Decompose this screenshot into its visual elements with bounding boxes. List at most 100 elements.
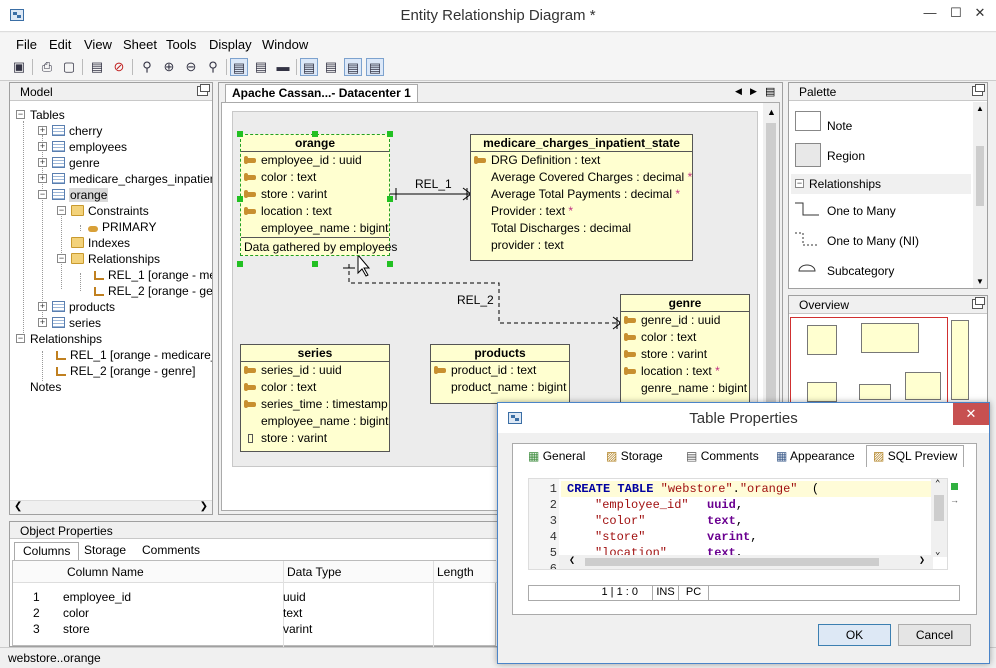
- ok-button[interactable]: OK: [818, 624, 891, 646]
- tree-table-genre[interactable]: +genre: [38, 155, 100, 171]
- tree-orange-rel1[interactable]: REL_1 [orange - med: [92, 267, 212, 283]
- collapse-icon[interactable]: −: [16, 109, 25, 119]
- collapse-icon[interactable]: −: [57, 253, 66, 263]
- resize-handle[interactable]: [237, 131, 243, 137]
- palette-one-to-many[interactable]: One to Many: [827, 204, 896, 218]
- entity-orange[interactable]: orange employee_id : uuid color : text s…: [240, 134, 397, 256]
- show-keys-icon[interactable]: ▤: [366, 58, 384, 76]
- tab-next-icon[interactable]: ▶: [750, 86, 757, 96]
- sql-editor[interactable]: 1 2 3 4 5 6 CREATE TABLE "webstore"."ora…: [528, 478, 948, 570]
- menu-window[interactable]: Window: [262, 37, 309, 52]
- tree-table-medicare[interactable]: +medicare_charges_inpatient_: [38, 171, 212, 187]
- tab-appearance[interactable]: ▦ Appearance: [776, 447, 855, 467]
- tree-tables[interactable]: −Tables: [16, 107, 65, 123]
- tree-rel2[interactable]: REL_2 [orange - genre]: [54, 363, 195, 379]
- display-full-icon[interactable]: ▤: [230, 58, 248, 76]
- zoom-out-icon[interactable]: ⊖: [185, 59, 197, 74]
- col-header-name[interactable]: Column Name: [67, 565, 144, 579]
- zoom-actual-icon[interactable]: ⚲: [142, 59, 152, 74]
- close-icon[interactable]: ✕: [974, 5, 986, 20]
- resize-handle[interactable]: [237, 196, 243, 202]
- tree-constraints[interactable]: −Constraints: [57, 203, 149, 219]
- sql-h-scrollbar[interactable]: ❮ ❯: [559, 555, 933, 569]
- cell-data-type[interactable]: uuid: [283, 590, 306, 604]
- dialog-close-icon[interactable]: ✕: [953, 403, 989, 425]
- tree-primary[interactable]: PRIMARY: [88, 219, 156, 235]
- palette-v-scrollbar[interactable]: ▲ ▼: [973, 102, 987, 288]
- palette-relationships-header[interactable]: − Relationships: [791, 174, 971, 194]
- maximize-panel-icon[interactable]: [197, 84, 210, 96]
- tab-general[interactable]: ▦ General: [528, 447, 585, 467]
- scrollbar-thumb[interactable]: [934, 495, 944, 521]
- col-header-length[interactable]: Length: [437, 565, 474, 579]
- scrollbar-thumb[interactable]: [585, 558, 879, 566]
- menu-sheet[interactable]: Sheet: [123, 37, 157, 52]
- resize-handle[interactable]: [387, 261, 393, 267]
- expand-icon[interactable]: +: [38, 173, 47, 183]
- stop-icon[interactable]: ⊘: [113, 59, 125, 74]
- zoom-fit-icon[interactable]: ⚲: [208, 59, 218, 74]
- scroll-up-icon[interactable]: ▲: [767, 107, 776, 117]
- cell-data-type[interactable]: varint: [283, 622, 313, 636]
- palette-one-to-many-ni[interactable]: One to Many (NI): [827, 234, 920, 248]
- tree-relationships[interactable]: −Relationships: [16, 331, 102, 347]
- menu-display[interactable]: Display: [209, 37, 252, 52]
- save-icon[interactable]: ▣: [12, 59, 26, 74]
- palette-note[interactable]: Note: [827, 119, 853, 133]
- menu-file[interactable]: File: [16, 37, 37, 52]
- tab-comments[interactable]: Comments: [142, 543, 201, 557]
- menu-view[interactable]: View: [84, 37, 112, 52]
- tab-prev-icon[interactable]: ◀: [735, 86, 742, 96]
- tree-rel1[interactable]: REL_1 [orange - medicare_ch: [54, 347, 212, 363]
- expand-icon[interactable]: +: [38, 301, 47, 311]
- show-comments-icon[interactable]: ▤: [344, 58, 362, 76]
- print-icon[interactable]: ⎙: [41, 59, 53, 74]
- tree-table-employees[interactable]: +employees: [38, 139, 127, 155]
- tree-indexes[interactable]: Indexes: [71, 235, 130, 251]
- maximize-icon[interactable]: ☐: [950, 5, 962, 20]
- maximize-panel-icon[interactable]: [972, 297, 985, 309]
- cell-column-name[interactable]: color: [63, 606, 90, 620]
- diagram-v-scrollbar[interactable]: ▲: [763, 103, 779, 496]
- show-types-icon[interactable]: ▤: [324, 59, 338, 74]
- scroll-left-icon[interactable]: ❮: [569, 556, 576, 567]
- maximize-panel-icon[interactable]: [972, 84, 985, 96]
- menu-tools[interactable]: Tools: [166, 37, 197, 52]
- scroll-left-icon[interactable]: ❮: [14, 501, 23, 512]
- model-h-scrollbar[interactable]: ❮ ❯: [10, 500, 212, 514]
- resize-handle[interactable]: [312, 131, 318, 137]
- tab-storage-dialog[interactable]: ▨ Storage: [606, 447, 663, 467]
- tab-sql-preview[interactable]: ▨ SQL Preview: [866, 445, 964, 467]
- collapse-icon[interactable]: −: [795, 178, 804, 188]
- col-header-type[interactable]: Data Type: [287, 565, 342, 579]
- expand-icon[interactable]: +: [38, 317, 47, 327]
- page-setup-icon[interactable]: ▢: [62, 59, 76, 74]
- entity-genre[interactable]: genre genre_id : uuid color : text store…: [620, 294, 750, 404]
- palette-region[interactable]: Region: [827, 149, 866, 163]
- collapse-icon[interactable]: −: [38, 189, 47, 199]
- cell-data-type[interactable]: text: [283, 606, 303, 620]
- scroll-up-icon[interactable]: ▲: [976, 104, 984, 113]
- rel1-label[interactable]: REL_1: [415, 177, 452, 191]
- scroll-down-icon[interactable]: ▼: [976, 277, 984, 286]
- entity-medicare[interactable]: medicare_charges_inpatient_state DRG Def…: [470, 134, 693, 261]
- tab-storage[interactable]: Storage: [84, 543, 127, 557]
- scroll-up-icon[interactable]: ⌃: [935, 479, 941, 489]
- cell-column-name[interactable]: employee_id: [63, 590, 132, 604]
- expand-icon[interactable]: +: [38, 125, 47, 135]
- scroll-right-icon[interactable]: ❯: [199, 501, 208, 512]
- table-icon[interactable]: ▤: [90, 59, 104, 74]
- entity-products[interactable]: products product_id : text product_name …: [430, 344, 570, 404]
- tab-diagram[interactable]: Apache Cassan...- Datacenter 1: [225, 84, 418, 102]
- tab-comments-dialog[interactable]: ▤ Comments: [686, 447, 759, 467]
- zoom-in-icon[interactable]: ⊕: [163, 59, 175, 74]
- cancel-button[interactable]: Cancel: [898, 624, 971, 646]
- show-columns-icon[interactable]: ▤: [300, 58, 318, 76]
- rel2-label[interactable]: REL_2: [457, 293, 494, 307]
- scroll-down-icon[interactable]: ⌄: [935, 547, 941, 557]
- tree-orange-rel2[interactable]: REL_2 [orange - genr: [92, 283, 212, 299]
- tab-list-icon[interactable]: ▤: [765, 86, 776, 98]
- tree-notes[interactable]: Notes: [30, 379, 61, 395]
- tree-table-cherry[interactable]: +cherry: [38, 123, 102, 139]
- display-keys-icon[interactable]: ▤: [254, 59, 268, 74]
